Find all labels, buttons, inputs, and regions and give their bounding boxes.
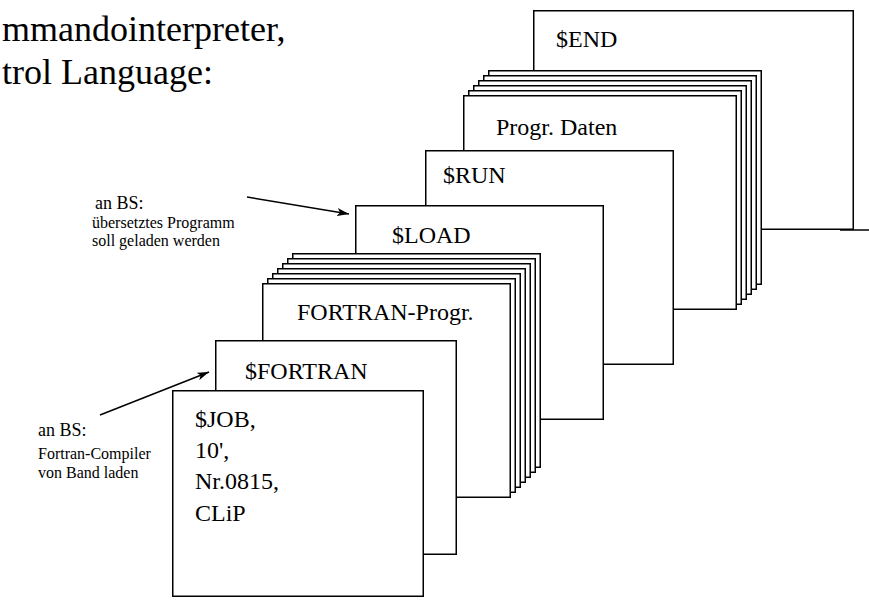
- card-text: Progr. Daten: [496, 112, 737, 143]
- job-card: $JOB,10',Nr.0815,CLiP: [172, 390, 424, 597]
- card-text: $RUN: [443, 160, 674, 191]
- annotation-text: übersetztes Programm soll geladen werden: [92, 214, 244, 251]
- card-text: $LOAD: [392, 220, 604, 251]
- card-text: Nr.0815,: [195, 466, 424, 497]
- heading-text: mmandointerpreter,: [2, 8, 285, 51]
- card-face: [173, 391, 424, 597]
- annotation-text: an BS:: [38, 420, 87, 442]
- annotation-text: Fortran-Compiler von Band laden: [38, 444, 166, 482]
- annotation-text: an BS:: [95, 193, 144, 215]
- heading-text: trol Language:: [2, 51, 213, 94]
- card-face: [216, 341, 457, 555]
- card-text: $FORTRAN: [245, 356, 457, 387]
- card-text: 10',: [195, 435, 424, 466]
- callout-arrow: [247, 197, 349, 214]
- card-face: [426, 151, 674, 365]
- card-text: CLiP: [195, 498, 424, 529]
- card-face: [534, 11, 854, 230]
- card-face: [464, 96, 737, 310]
- card-face: [263, 284, 511, 498]
- card-text: FORTRAN-Progr.: [297, 297, 511, 328]
- card-text: $JOB,: [195, 404, 424, 435]
- card-face: [356, 206, 604, 420]
- card-text: $END: [556, 24, 854, 55]
